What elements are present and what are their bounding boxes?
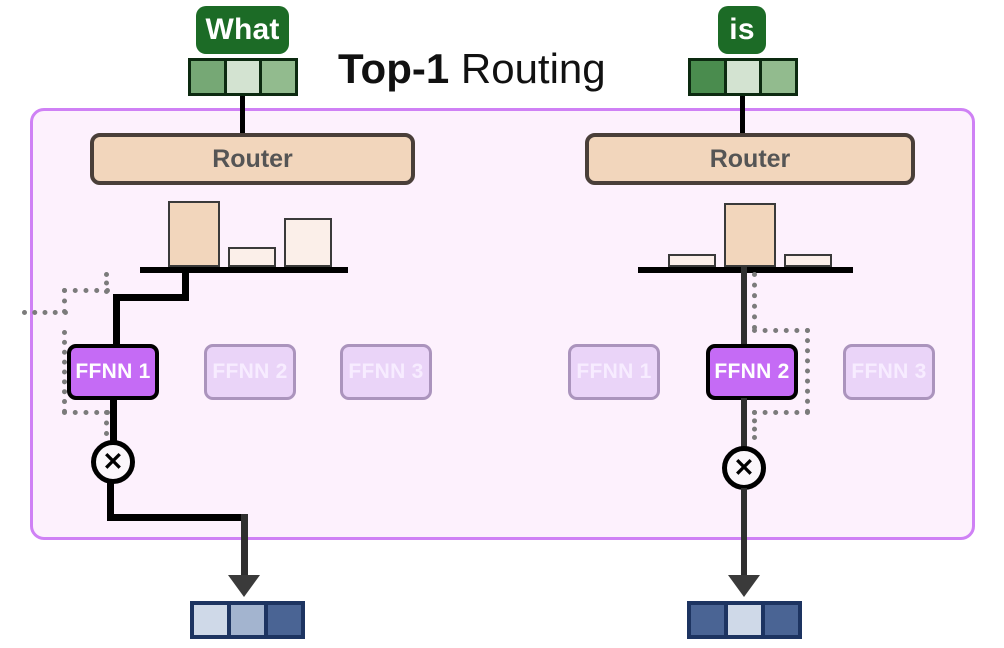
output-vector-what [190, 601, 305, 639]
vector-cell [264, 605, 301, 635]
vector-cell [227, 605, 264, 635]
expert-label: FFNN 1 [75, 360, 151, 383]
route-right-dotted-v2 [805, 328, 810, 414]
vector-cell [259, 61, 296, 93]
prob-bar [668, 254, 716, 267]
token-pill-is: is [718, 6, 766, 54]
expert-label: FFNN 3 [851, 360, 927, 383]
vector-cell [691, 61, 724, 93]
expert-left-ffnn-1[interactable]: FFNN 1 [67, 344, 159, 400]
prob-bar [228, 247, 276, 267]
router-label: Router [709, 144, 791, 173]
route-left-seg-v3 [110, 398, 117, 444]
token-label: is [729, 13, 755, 46]
token-label: What [205, 13, 280, 46]
route-left-seg-h2 [107, 514, 247, 521]
vector-cell [724, 605, 761, 635]
expert-label: FFNN 1 [576, 360, 652, 383]
route-right-seg-v2 [741, 398, 747, 450]
route-left-dotted-v4 [104, 410, 109, 436]
expert-label: FFNN 2 [212, 360, 288, 383]
route-left-dotted-h1 [62, 288, 110, 293]
expert-label: FFNN 3 [348, 360, 424, 383]
vector-cell [761, 605, 798, 635]
route-right-dotted-v1 [752, 272, 757, 330]
prob-bar [284, 218, 332, 267]
expert-left-ffnn-2[interactable]: FFNN 2 [204, 344, 296, 400]
route-left-seg-v1 [182, 267, 189, 301]
router-distribution-left [140, 195, 348, 273]
vector-cell [723, 61, 760, 93]
multiply-node-left: ✕ [91, 440, 135, 484]
expert-label: FFNN 2 [714, 360, 790, 383]
title-normal: Routing [460, 45, 606, 92]
arrow-head-left [228, 575, 260, 597]
multiply-glyph: ✕ [102, 447, 124, 476]
connector-input-to-router-left [240, 96, 245, 134]
chart-baseline [140, 267, 348, 273]
route-left-dotted-v2 [62, 288, 67, 314]
route-right-dotted-h2 [752, 410, 810, 415]
vector-cell [194, 605, 227, 635]
route-left-dotted-v1 [104, 272, 109, 294]
route-right-seg-v3 [741, 488, 747, 579]
expert-right-ffnn-2[interactable]: FFNN 2 [706, 344, 798, 400]
route-left-dotted-v3 [62, 330, 67, 414]
connector-input-to-router-right [740, 96, 745, 134]
multiply-node-right: ✕ [722, 446, 766, 490]
expert-left-ffnn-3[interactable]: FFNN 3 [340, 344, 432, 400]
multiply-glyph: ✕ [733, 453, 755, 482]
vector-cell [691, 605, 724, 635]
route-left-seg-v5 [241, 514, 248, 579]
route-left-seg-h1 [113, 294, 189, 301]
route-left-seg-v4 [107, 482, 114, 520]
expert-right-ffnn-3[interactable]: FFNN 3 [843, 344, 935, 400]
expert-right-ffnn-1[interactable]: FFNN 1 [568, 344, 660, 400]
vector-cell [191, 61, 224, 93]
route-right-seg-v1 [741, 267, 747, 347]
router-box-left: Router [90, 133, 415, 185]
router-label: Router [212, 144, 293, 173]
vector-cell [759, 61, 796, 93]
input-vector-is [688, 58, 798, 96]
prob-bar [784, 254, 832, 267]
title-bold: Top-1 [338, 45, 450, 92]
route-left-dotted-h2 [22, 310, 68, 315]
output-vector-is [687, 601, 802, 639]
token-pill-what: What [196, 6, 289, 54]
route-left-dotted-h3 [62, 410, 110, 415]
title-space [449, 45, 461, 92]
prob-bar [724, 203, 776, 267]
vector-cell [223, 61, 260, 93]
page-title: Top-1 Routing [338, 45, 606, 93]
input-vector-what [188, 58, 298, 96]
route-right-dotted-h1 [752, 328, 810, 333]
router-distribution-right [638, 195, 853, 273]
prob-bar [168, 201, 220, 267]
router-box-right: Router [585, 133, 915, 185]
route-left-seg-v2 [113, 294, 120, 346]
route-right-dotted-v3 [752, 410, 757, 440]
arrow-head-right [728, 575, 760, 597]
